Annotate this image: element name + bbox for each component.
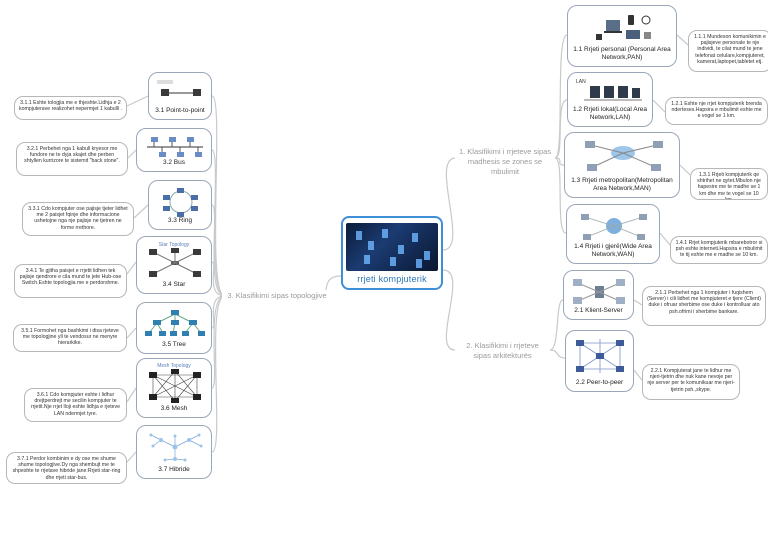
branch-topology[interactable]: 3. Klasifikimi sipas topologjive [222,290,332,302]
note-star[interactable]: 3.4.1 Te gjitha paisjet e rrjetit lidhen… [14,264,127,298]
card-hybrid[interactable]: 3.7 Hibride [136,425,212,479]
note-peer-to-peer[interactable]: 2.2.1 Kompjuterat jane te lidhur me njer… [642,364,740,400]
client-server-icon [573,279,625,304]
tree-topology-icon [145,310,205,336]
central-topic[interactable]: rrjeti kompjuterik [341,216,443,290]
card-peer-to-peer-label: 2.2 Peer-to-peer [575,379,624,386]
note-ring[interactable]: 3.3.1 Cdo kompjuter ose pajisje tjeter l… [22,202,134,236]
point-to-point-icon [157,80,201,96]
card-mesh[interactable]: Mesh Topology 3.6 Mesh [136,358,212,418]
card-client-server[interactable]: 2.1 Klient-Server [563,270,634,320]
note-man[interactable]: 1.3.1 Rrjeti kompjuterik qe shtrihet ne … [690,168,768,200]
card-wan[interactable]: 1.4 Rrjeti i gjerë(Wide Area Network,WAN… [566,204,660,264]
peer-to-peer-icon [576,339,624,373]
branch-architecture[interactable]: 2. Klasifikimi i rrjeteve sipas arkitekt… [455,340,550,362]
card-bus-label: 3.2 Bus [162,159,186,166]
man-network-icon [585,141,663,171]
wan-globe-icon [581,214,647,240]
ring-topology-icon [163,188,198,217]
note-tree[interactable]: 3.5.1 Formohet nga bashkimi i disa rjete… [13,324,127,352]
network-photo [346,223,438,271]
pan-devices-icon [596,15,651,40]
lan-image-label: LAN [576,79,586,85]
note-bus[interactable]: 3.2.1 Perbehet nga 1 kabull kryesor me f… [16,142,128,176]
card-wan-label: 1.4 Rrjeti i gjerë(Wide Area Network,WAN… [574,243,652,258]
card-man-label: 1.3 Rrjeti metropolitan(Metropolitan Are… [571,177,673,192]
card-tree[interactable]: 3.5 Tree [136,302,212,354]
card-lan-label: 1.2 Rrjeti lokal(Local Area Network,LAN) [572,106,648,121]
card-pan[interactable]: 1.1 Rrjeti personal (Personal Area Netwo… [567,5,677,67]
card-peer-to-peer[interactable]: 2.2 Peer-to-peer [565,330,634,392]
star-image-title: Star Topology [158,242,190,248]
mesh-topology-icon [149,369,201,403]
card-hybrid-label: 3.7 Hibride [158,466,190,473]
card-lan[interactable]: LAN 1.2 Rrjeti lokal(Local Area Network,… [567,72,653,127]
note-hybrid[interactable]: 3.7.1 Perdor kombinim e dy ose me shume … [6,452,127,484]
card-ring-label: 3.3 Ring [167,217,193,224]
note-point-to-point[interactable]: 3.1.1 Eshte tologjia me e thjeshte.Lidhj… [14,96,127,120]
card-man[interactable]: 1.3 Rrjeti metropolitan(Metropolitan Are… [564,132,680,198]
star-topology-icon [149,248,201,277]
mesh-image-title: Mesh Topology [157,363,191,369]
hybrid-topology-icon [149,433,203,462]
note-lan[interactable]: 1.2.1 Eshte nje rrjet kompjuterik brenda… [665,97,768,125]
branch-coverage[interactable]: 1. Klasifikimi i rrjeteve sipas madhesis… [455,146,555,178]
lan-computers-icon [584,86,642,101]
card-client-server-label: 2.1 Klient-Server [574,307,623,314]
card-star-label: 3.4 Star [162,281,186,288]
bus-topology-icon [147,137,203,157]
card-pan-label: 1.1 Rrjeti personal (Personal Area Netwo… [573,46,671,61]
note-mesh[interactable]: 3.6.1 Cdo kompjuter eshte i lidhur drejt… [24,388,127,422]
card-tree-label: 3.5 Tree [162,341,186,348]
note-wan[interactable]: 1.4.1 Rrjet kompjuterik mbarebotror si p… [670,236,768,264]
note-client-server[interactable]: 2.1.1 Perbehet nga 1 kompjuter i fuqishe… [642,286,766,326]
card-mesh-label: 3.6 Mesh [160,405,188,412]
card-point-to-point-label: 3.1 Point-to-point [155,107,205,114]
card-ring[interactable]: 3.3 Ring [148,180,212,230]
note-pan[interactable]: 1.1.1 Mundeson komunikimin e pajisjeve p… [688,30,768,72]
central-title: rrjeti kompjuterik [357,274,427,284]
card-bus[interactable]: 3.2 Bus [136,128,212,172]
card-point-to-point[interactable]: 3.1 Point-to-point [148,72,212,120]
card-star[interactable]: Star Topology 3.4 Star [136,236,212,294]
